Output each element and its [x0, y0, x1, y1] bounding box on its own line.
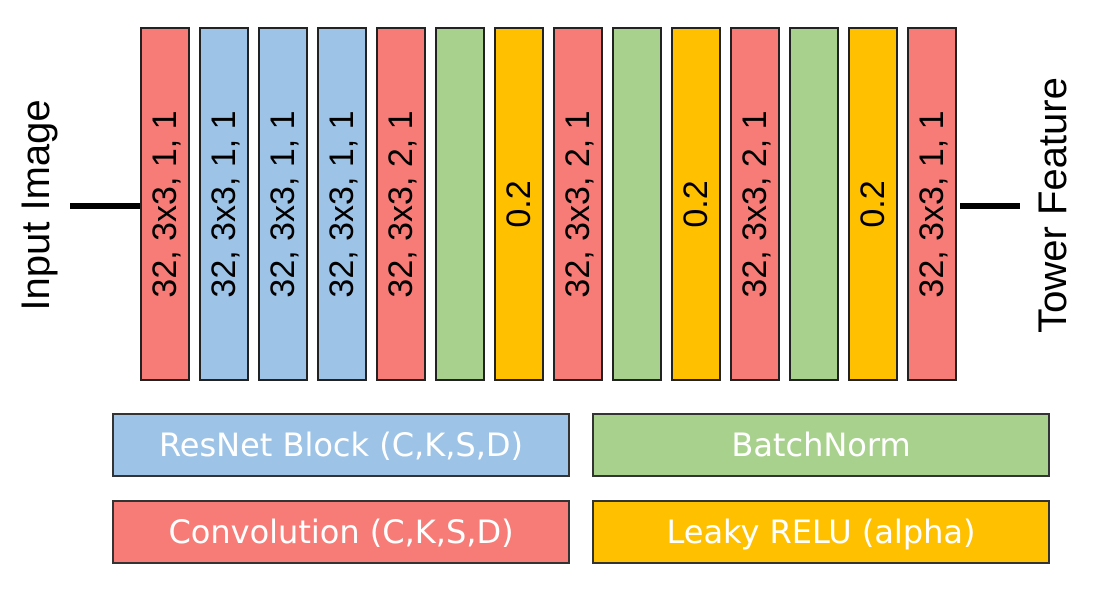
legend-resnet-block: ResNet Block (C,K,S,D) — [112, 413, 570, 477]
layer-label: 32, 3x3, 2, 1 — [559, 110, 597, 298]
layer-convolution: 32, 3x3, 1, 1 — [140, 27, 190, 381]
layer-convolution: 32, 3x3, 2, 1 — [376, 27, 426, 381]
legend-convolution: Convolution (C,K,S,D) — [112, 500, 570, 564]
layer-label: 0.2 — [677, 180, 715, 228]
layer-relu: 0.2 — [671, 27, 721, 381]
layer-relu: 0.2 — [494, 27, 544, 381]
layer-batchnorm — [612, 27, 662, 381]
layer-label: 32, 3x3, 1, 1 — [913, 110, 951, 298]
layer-label: 32, 3x3, 1, 1 — [205, 110, 243, 298]
layer-convolution: 32, 3x3, 2, 1 — [553, 27, 603, 381]
input-image-label: Input Image — [14, 99, 58, 311]
input-connector-line — [70, 203, 140, 209]
layer-relu: 0.2 — [848, 27, 898, 381]
layer-resnet: 32, 3x3, 1, 1 — [258, 27, 308, 381]
layer-label: 32, 3x3, 2, 1 — [382, 110, 420, 298]
layer-label: 32, 3x3, 1, 1 — [323, 110, 361, 298]
layer-batchnorm — [789, 27, 839, 381]
layer-batchnorm — [435, 27, 485, 381]
layer-label: 32, 3x3, 1, 1 — [146, 110, 184, 298]
layer-label: 32, 3x3, 2, 1 — [736, 110, 774, 298]
legend-batchnorm: BatchNorm — [592, 413, 1050, 477]
layer-label: 0.2 — [854, 180, 892, 228]
layer-resnet: 32, 3x3, 1, 1 — [199, 27, 249, 381]
output-connector-line — [960, 203, 1020, 209]
layer-resnet: 32, 3x3, 1, 1 — [317, 27, 367, 381]
legend-leaky-relu: Leaky RELU (alpha) — [592, 500, 1050, 564]
layer-label: 32, 3x3, 1, 1 — [264, 110, 302, 298]
layer-convolution: 32, 3x3, 2, 1 — [730, 27, 780, 381]
layer-label: 0.2 — [500, 180, 538, 228]
tower-feature-label: Tower Feature — [1031, 77, 1075, 333]
layer-convolution: 32, 3x3, 1, 1 — [907, 27, 957, 381]
